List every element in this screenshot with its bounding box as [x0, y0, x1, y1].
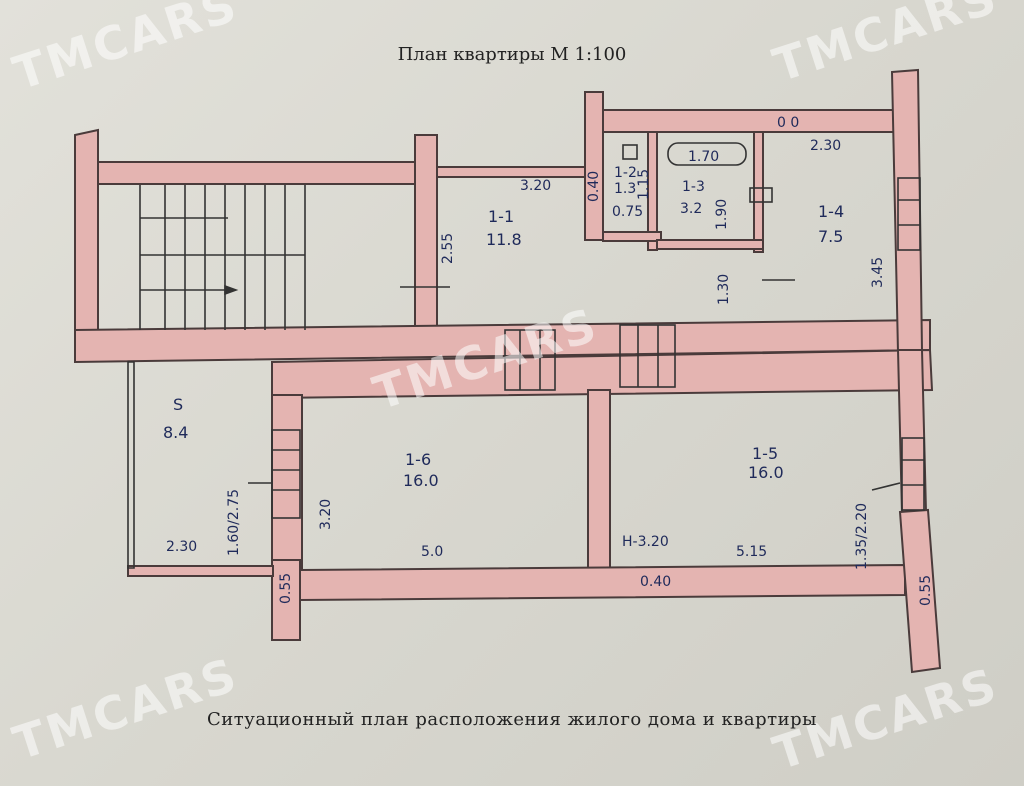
dim-255: 2.55 — [440, 233, 456, 264]
room-1-6-id: 1-6 — [405, 450, 431, 469]
dim-115: 1.15 — [636, 169, 652, 200]
dim-320-left: 3.20 — [318, 499, 334, 530]
room-1-1-id: 1-1 — [488, 207, 514, 226]
wall-left-bottom — [271, 559, 301, 641]
room-1-5-id: 1-5 — [752, 444, 778, 463]
dim-515: 5.15 — [736, 544, 767, 560]
wall-balcony-bottom — [127, 565, 274, 577]
situation-title: Ситуационный план расположения жилого до… — [207, 709, 817, 730]
dim-50: 5.0 — [421, 544, 443, 560]
dim-345: 3.45 — [870, 257, 886, 288]
dim-040-left: 0.40 — [586, 171, 602, 202]
wall-top-right — [602, 109, 904, 133]
wall-bath-bottom — [602, 231, 662, 242]
room-1-3-id: 1-3 — [682, 179, 705, 195]
room-1-4-area: 7.5 — [818, 227, 843, 246]
dim-040-bottom: 0.40 — [640, 574, 671, 590]
dim-00: 0 0 — [777, 115, 799, 131]
watermark-top-left: TMCARS — [7, 0, 245, 100]
dim-135: 1.35/2.20 — [854, 503, 870, 570]
windows — [248, 177, 925, 519]
wall-corridor-lower — [271, 348, 934, 400]
staircase — [139, 185, 306, 330]
dimension-labels: 3.20 0 0 2.30 1.70 2.55 0.40 1.15 1.90 1… — [166, 115, 934, 606]
watermark-center: TMCARS — [367, 297, 605, 420]
wall-middle — [587, 389, 611, 576]
room-1-2-area: 1.3 — [614, 181, 636, 197]
walls — [74, 68, 942, 674]
room-1-3-area: 3.2 — [680, 201, 702, 217]
dim-160: 1.60/2.75 — [226, 489, 242, 556]
room-s-id: S — [173, 395, 183, 414]
dim-230-top: 2.30 — [810, 138, 841, 154]
room-1-1-area: 11.8 — [486, 230, 522, 249]
dim-320-top: 3.20 — [520, 178, 551, 194]
room-labels: 1-1 11.8 1-2 1.3 0.75 1-3 3.2 1-4 7.5 1-… — [163, 165, 844, 490]
room-1-5-area: 16.0 — [748, 463, 784, 482]
room-1-4-id: 1-4 — [818, 202, 844, 221]
wall-bath-divider-1 — [647, 131, 658, 251]
dim-190: 1.90 — [714, 199, 730, 230]
dim-170: 1.70 — [688, 149, 719, 165]
watermark-top-right: TMCARS — [767, 0, 1005, 92]
dim-130: 1.30 — [716, 274, 732, 305]
wall-right-outer — [890, 68, 924, 354]
wall-top-room-1-1 — [436, 166, 588, 178]
room-1-2-id: 1-2 — [614, 165, 637, 181]
fixtures — [622, 142, 773, 203]
wall-bath-left — [584, 91, 604, 241]
wall-bottom — [299, 563, 906, 602]
plan-title: План квартиры М 1:100 — [397, 44, 627, 65]
room-1-2-extra: 0.75 — [612, 204, 643, 220]
room-s-area: 8.4 — [163, 423, 188, 442]
dim-h320: H-3.20 — [622, 534, 669, 550]
wall-bath-divider-2 — [753, 131, 764, 253]
dim-055-left: 0.55 — [278, 573, 294, 604]
wall-stair-right — [414, 134, 438, 331]
wall-stair-top — [97, 161, 421, 185]
wall-stair-left — [74, 128, 99, 361]
balcony-edge — [127, 361, 135, 569]
wall-room16-left — [271, 394, 303, 576]
wall-wc-bottom — [656, 239, 764, 250]
room-1-6-area: 16.0 — [403, 471, 439, 490]
dim-230-s: 2.30 — [166, 539, 197, 555]
dim-055-right: 0.55 — [918, 575, 934, 606]
